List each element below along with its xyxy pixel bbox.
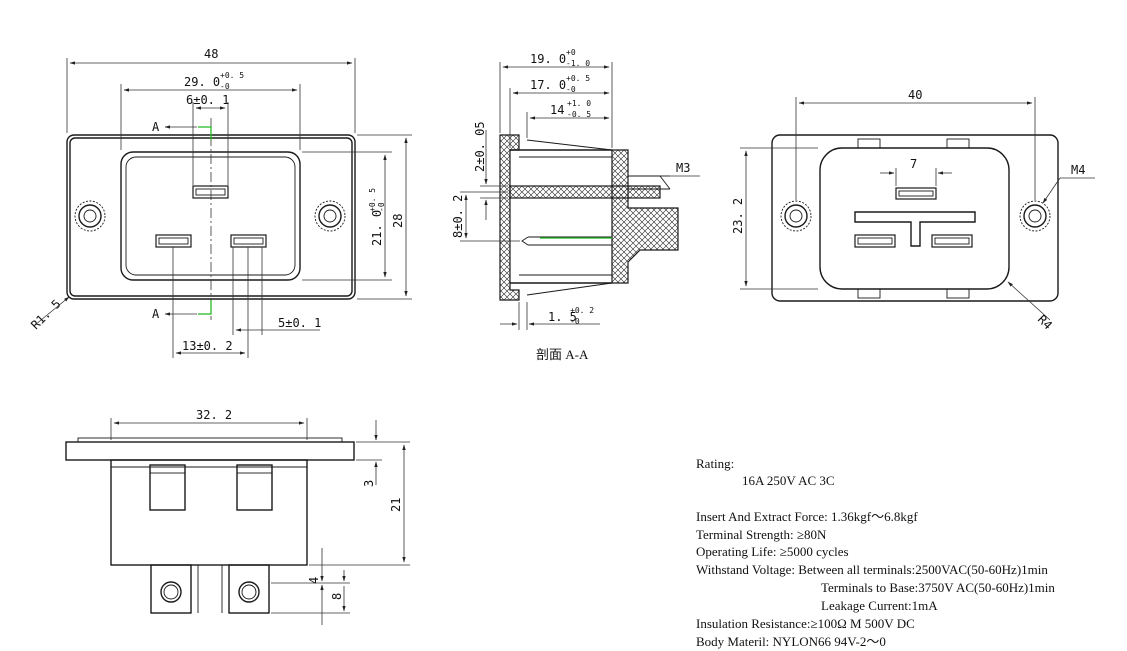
spec-line: Terminals to Base:3750V AC(50-60Hz)1min: [821, 580, 1055, 595]
dim-pin-offset: 8±0. 2: [451, 195, 465, 238]
spec-line: Insert And Extract Force: 1.36kgf～6.8kgf: [696, 509, 918, 524]
dim-rear-slot-width: 7: [910, 157, 917, 171]
front-view: A A 48 29. 0 +0. 5 -0 6±0. 1 13±0. 2 5±0…: [28, 47, 412, 358]
front-pin-slot-left: [155, 234, 192, 248]
rear-view: 40 7 23. 2 M4 R4: [731, 88, 1095, 332]
section-caption: 剖面 A-A: [536, 347, 589, 362]
svg-text:+0. 5: +0. 5: [368, 188, 377, 212]
side-view: 32. 2 3 21 4 8: [65, 408, 410, 625]
dim-side-total-height: 21: [389, 498, 403, 512]
dim-rear-radius: R4: [1035, 312, 1055, 332]
dim-depth-1: 19. 0: [530, 52, 566, 66]
front-mount-hole-right: [314, 200, 346, 232]
svg-text:+0: +0: [566, 48, 576, 57]
dim-pin-width: 5±0. 1: [278, 316, 321, 330]
svg-text:-0: -0: [377, 202, 386, 212]
section-thread-label: M3: [676, 161, 690, 175]
dim-corner-radius: R1. 5: [28, 297, 63, 332]
front-earth-slot: [192, 185, 229, 199]
dim-rear-height: 23. 2: [731, 198, 745, 234]
svg-text:+0. 5: +0. 5: [220, 71, 244, 80]
svg-text:-0: -0: [566, 85, 576, 94]
rear-flange-outline: [771, 134, 1059, 302]
svg-text:-1. 0: -1. 0: [566, 59, 590, 68]
rear-mount-hole-right: [1019, 200, 1051, 232]
dim-depth-2: 17. 0: [530, 78, 566, 92]
svg-text:-0: -0: [220, 82, 230, 91]
svg-text:+1. 0: +1. 0: [567, 99, 591, 108]
side-flange-outline: [65, 441, 355, 461]
svg-text:-0: -0: [570, 317, 580, 326]
dim-flange-thickness: 3: [362, 480, 376, 487]
dim-pin-spacing: 13±0. 2: [182, 339, 233, 353]
rating-value: 16A 250V AC 3C: [742, 473, 835, 488]
spec-line: Operating Life: ≥5000 cycles: [696, 544, 849, 559]
front-cavity-outline: [120, 151, 301, 281]
spec-line: Body Materil: NYLON66 94V-2～0: [696, 634, 886, 649]
section-marker-bottom: A: [152, 307, 160, 321]
dim-wall: 2±0. 05: [473, 121, 487, 172]
spec-line: Withstand Voltage: Between all terminals…: [696, 562, 1048, 577]
side-body-outline: [110, 459, 308, 566]
dim-overall-height: 28: [391, 214, 405, 228]
spec-line: Insulation Resistance:≥100Ω M 500V DC: [696, 616, 915, 631]
dim-tab-b: 8: [330, 593, 344, 600]
spec-line: Leakage Current:1mA: [821, 598, 938, 613]
dim-tab-a: 4: [307, 577, 321, 584]
dim-overall-width: 48: [204, 47, 218, 61]
dim-inner-width: 29. 0: [184, 75, 220, 89]
spec-line: Terminal Strength: ≥80N: [696, 527, 827, 542]
dim-hole-spacing: 40: [908, 88, 922, 102]
dim-slot-width: 6±0. 1: [186, 93, 229, 107]
rear-body-outline: [819, 147, 1010, 290]
section-marker-top: A: [152, 120, 160, 134]
dim-inner-height: 21. 0: [370, 210, 384, 246]
section-view: 19. 0 +0 -1. 0 17. 0 +0. 5 -0 14 +1. 0 -…: [451, 48, 700, 362]
svg-text:+0. 5: +0. 5: [566, 74, 590, 83]
rear-mount-hole-left: [780, 200, 812, 232]
front-mount-hole-left: [74, 200, 106, 232]
specifications: Rating: 16A 250V AC 3C Insert And Extrac…: [696, 456, 1055, 649]
dim-flange: 1. 5: [548, 310, 577, 324]
svg-text:+0. 2: +0. 2: [570, 306, 594, 315]
svg-text:-0. 5: -0. 5: [567, 110, 591, 119]
dim-depth-3: 14: [550, 103, 564, 117]
rear-thread-label: M4: [1071, 163, 1085, 177]
front-pin-slot-right: [230, 234, 267, 248]
dim-side-width: 32. 2: [196, 408, 232, 422]
rating-label: Rating:: [696, 456, 734, 471]
